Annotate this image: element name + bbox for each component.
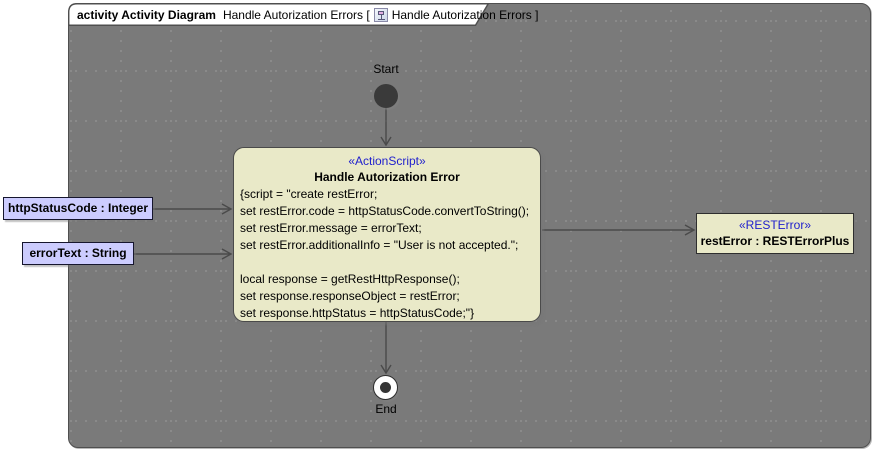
script-line: set response.httpStatus = httpStatusCode… <box>240 306 475 320</box>
input-pin-httpstatuscode[interactable]: httpStatusCode : Integer <box>3 197 153 220</box>
diagram-kind-label: activity Activity Diagram <box>77 7 216 22</box>
activity-diagram-icon <box>373 7 388 22</box>
start-node[interactable] <box>374 84 398 108</box>
diagram-name-label: Handle Autorization Errors [ <box>222 7 370 22</box>
end-node-inner-dot <box>380 382 391 393</box>
resterror-name: restError : RESTErrorPlus <box>700 234 850 248</box>
action-stereotype: «ActionScript» <box>348 154 426 168</box>
start-node-label: Start <box>373 62 399 76</box>
script-line <box>234 254 540 271</box>
diagram-ref-label: Handle Autorization Errors ] <box>391 7 539 22</box>
script-line: set restError.message = errorText; <box>240 221 422 235</box>
end-node[interactable] <box>373 375 398 400</box>
diagram-tab[interactable]: activity Activity Diagram Handle Autoriz… <box>68 3 538 26</box>
input-pin-errortext[interactable]: errorText : String <box>22 242 134 265</box>
action-title: Handle Autorization Error <box>314 170 460 184</box>
resterror-object-node[interactable]: «RESTError» restError : RESTErrorPlus <box>696 213 854 254</box>
script-line: local response = getRestHttpResponse(); <box>240 272 460 286</box>
script-line: set restError.additionalInfo = "User is … <box>240 238 519 252</box>
script-line: {script = "create restError; <box>240 187 378 201</box>
script-line: set restError.code = httpStatusCode.conv… <box>240 204 530 218</box>
script-line: set response.responseObject = restError; <box>240 289 460 303</box>
end-node-label: End <box>375 402 397 416</box>
resterror-stereotype: «RESTError» <box>738 218 812 232</box>
action-node-handle-autorization-error[interactable]: «ActionScript» Handle Autorization Error… <box>233 147 541 322</box>
